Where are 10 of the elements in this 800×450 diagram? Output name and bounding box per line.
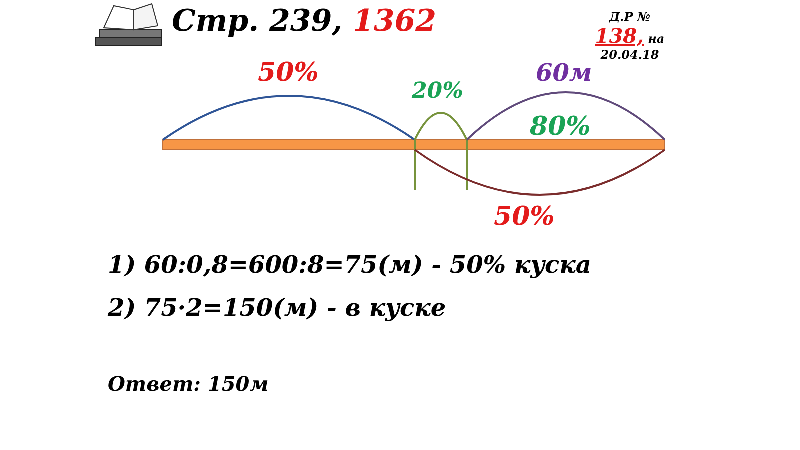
percent-label: 80% — [530, 112, 591, 142]
solution-step: 1) 60:0,8=600:8=75(м) - 50% куска — [108, 250, 592, 279]
percent-label: 20% — [412, 78, 464, 104]
percent-label: 50% — [258, 58, 319, 88]
homework-note: Д.Р № 138, на 20.04.18 — [594, 10, 666, 62]
percent-label: 50% — [494, 202, 555, 232]
answer-text: Ответ: 150м — [108, 372, 269, 396]
title: Стр. 239, 1362 — [172, 4, 436, 39]
solution-step: 2) 75·2=150(м) - в куске — [108, 293, 446, 322]
length-label: 60м — [536, 58, 592, 87]
